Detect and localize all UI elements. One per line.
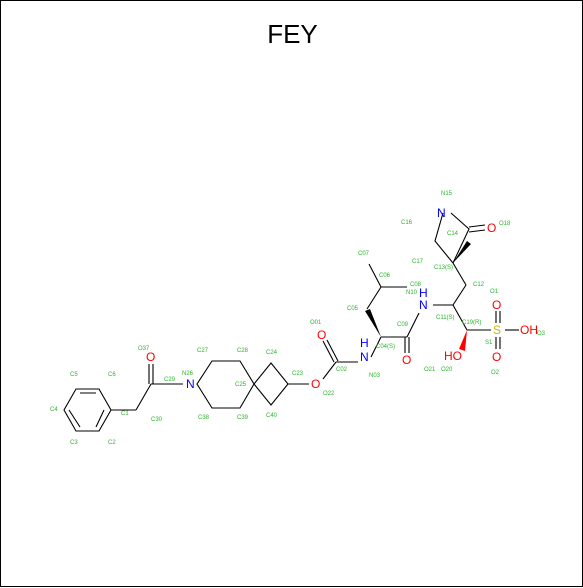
- atom-s1: S: [493, 323, 501, 337]
- label-o22: O22: [323, 391, 335, 397]
- c11-to-c19: [452, 304, 468, 331]
- atom-n15: N: [437, 206, 446, 220]
- heteroatom-labels: N O N O O O H N O N H O HO S OH O: [146, 206, 538, 391]
- atom-o21: O: [402, 353, 411, 367]
- c11-to-c12: [452, 284, 467, 306]
- atom-h-n10: H: [419, 286, 428, 300]
- atom-o1: O: [492, 298, 501, 312]
- label-c6: C6: [108, 372, 116, 378]
- o22-to-c02: [322, 361, 337, 380]
- label-c25: C25: [235, 382, 247, 388]
- bonds: [63, 212, 519, 432]
- c02-carbonyl-double: [322, 339, 339, 363]
- label-c39: C39: [237, 415, 249, 421]
- carbonyl-double-bond: [148, 364, 154, 384]
- label-s1: S1: [485, 340, 493, 346]
- label-c28: C28: [237, 348, 249, 354]
- wedge-c19-oh: [459, 330, 467, 351]
- wedge-c04-c05: [365, 309, 381, 337]
- atom-o22: O: [311, 377, 320, 391]
- atom-o2: O: [492, 350, 501, 364]
- label-c40: C40: [266, 413, 278, 419]
- label-c1: C1: [121, 411, 129, 417]
- label-c2: C2: [108, 440, 116, 446]
- label-n15: N15: [441, 191, 453, 197]
- label-o20: O20: [441, 367, 453, 373]
- label-c19: C19(R): [462, 320, 481, 326]
- label-c24: C24: [266, 350, 278, 356]
- s1-o-up-double: [495, 311, 501, 323]
- label-c38: C38: [198, 415, 210, 421]
- atom-index-labels: C5 C6 C4 C1 C3 C2 O37 C29 C30 N26 C27 C2…: [50, 191, 546, 446]
- label-c23: C23: [292, 371, 304, 377]
- phenyl-ring-bonds: [63, 388, 112, 432]
- label-c04: C04(S): [376, 344, 395, 350]
- c09-to-n10: [406, 312, 420, 338]
- molecule-title: FEY: [267, 19, 318, 49]
- label-c30: C30: [151, 417, 163, 423]
- lactam-carbonyl-double: [468, 224, 486, 233]
- c05-to-c06: [366, 286, 382, 310]
- pyrrolidinone-ring: [434, 212, 470, 264]
- label-c3: C3: [70, 440, 78, 446]
- stereo-bonds: [365, 241, 471, 351]
- atom-o3-oh: OH: [520, 323, 538, 337]
- label-o01: O01: [310, 320, 322, 326]
- label-c14: C14: [447, 231, 459, 237]
- label-c08: C08: [410, 282, 422, 288]
- label-o18: O18: [499, 221, 511, 227]
- label-n26: N26: [182, 371, 194, 377]
- ch2-to-carbonyl: [135, 383, 152, 411]
- label-c05: C05: [347, 306, 359, 312]
- label-c5: C5: [70, 372, 78, 378]
- c09-carbonyl-double: [404, 337, 410, 353]
- label-c09: C09: [397, 322, 409, 328]
- label-o3: O3: [537, 331, 546, 337]
- atom-o18: O: [487, 221, 496, 235]
- cyclobutane-ring: [253, 362, 289, 406]
- phenyl-ring-inner-bonds: [68, 392, 105, 428]
- label-c4: C4: [50, 407, 58, 413]
- atom-o37: O: [146, 350, 155, 364]
- label-c27: C27: [197, 348, 209, 354]
- label-c12: C12: [473, 282, 485, 288]
- atom-o01: O: [317, 328, 326, 342]
- label-o37: O37: [138, 346, 150, 352]
- atom-o20: HO: [444, 349, 462, 363]
- atom-n10: N: [419, 298, 428, 312]
- label-c16: C16: [401, 220, 413, 226]
- n03-to-c04: [370, 336, 382, 358]
- s1-o-down-double: [495, 337, 501, 349]
- atom-n26: N: [186, 377, 195, 391]
- label-c29: C29: [164, 377, 176, 383]
- label-n03: N03: [369, 373, 381, 379]
- label-c13: C13(S): [434, 265, 453, 271]
- label-o1: O1: [490, 289, 499, 295]
- wedge-c13-c14: [453, 241, 471, 263]
- label-c11: C11(S): [436, 315, 455, 321]
- label-c02: C02: [336, 367, 348, 373]
- atom-h-n03: H: [360, 336, 369, 350]
- label-c07: C07: [358, 251, 370, 257]
- c12-to-c13: [452, 262, 467, 286]
- label-o21: O21: [424, 367, 436, 373]
- label-o2: O2: [491, 370, 500, 376]
- label-n10: N10: [406, 290, 418, 296]
- atom-n03: N: [360, 350, 369, 364]
- label-c17: C17: [412, 259, 424, 265]
- label-c06: C06: [379, 273, 391, 279]
- c06-to-c07: [368, 263, 382, 288]
